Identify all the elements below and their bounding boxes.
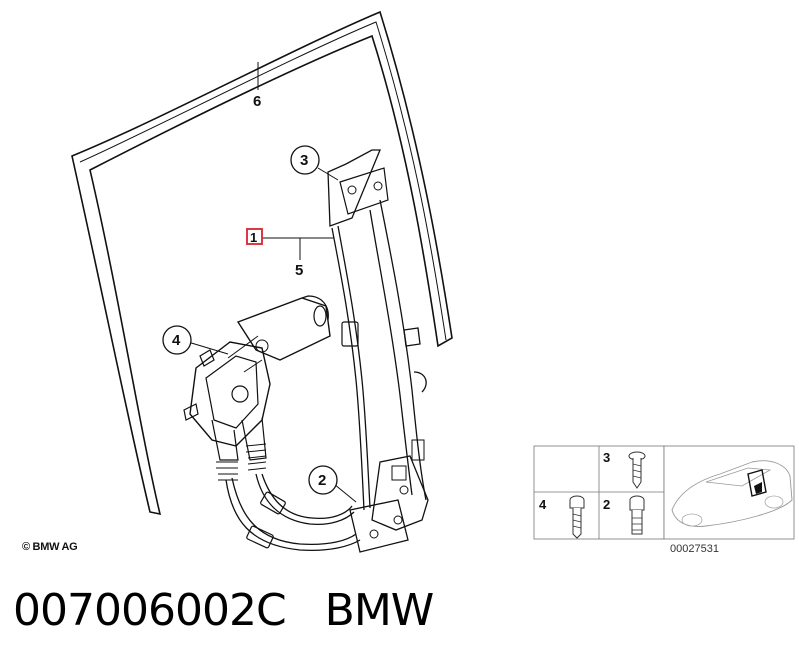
callout-1-highlight: 1 xyxy=(246,228,263,245)
legend-reference-number: 00027531 xyxy=(670,543,719,555)
callout-5-label: 5 xyxy=(295,262,303,279)
legend-screw-tag: 3 xyxy=(603,450,610,465)
car-location-thumbnail xyxy=(671,460,793,527)
legend-bolt-tag: 4 xyxy=(539,497,547,512)
window-glass xyxy=(71,10,453,516)
legend-nut: 2 xyxy=(603,495,645,535)
callout-1-label: 1 xyxy=(250,230,257,245)
window-motor xyxy=(183,295,331,481)
leader-lines xyxy=(187,167,357,503)
callout-4-label: 4 xyxy=(172,332,181,349)
copyright-notice: © BMW AG xyxy=(22,541,78,553)
part-number: 007006002C xyxy=(13,585,287,636)
brand-name: BMW xyxy=(324,585,435,636)
legend-bolt: 4 xyxy=(539,495,585,539)
caption-spacer xyxy=(286,585,325,636)
legend-screw: 3 xyxy=(603,450,646,489)
callout-6: 6 xyxy=(253,93,261,110)
callout-4: 4 xyxy=(162,325,192,355)
part-caption: 007006002C BMW xyxy=(13,585,435,636)
callout-3-label: 3 xyxy=(300,152,308,169)
legend-nut-tag: 2 xyxy=(603,497,610,512)
callout-2-label: 2 xyxy=(318,472,326,489)
callout-6-label: 6 xyxy=(253,93,261,110)
cable xyxy=(225,225,371,552)
regulator-frame xyxy=(327,149,429,553)
callout-5: 5 xyxy=(295,262,303,279)
callout-2: 2 xyxy=(308,465,338,495)
hardware-legend: 3 4 2 00027531 xyxy=(533,445,795,555)
callout-3: 3 xyxy=(290,145,320,175)
